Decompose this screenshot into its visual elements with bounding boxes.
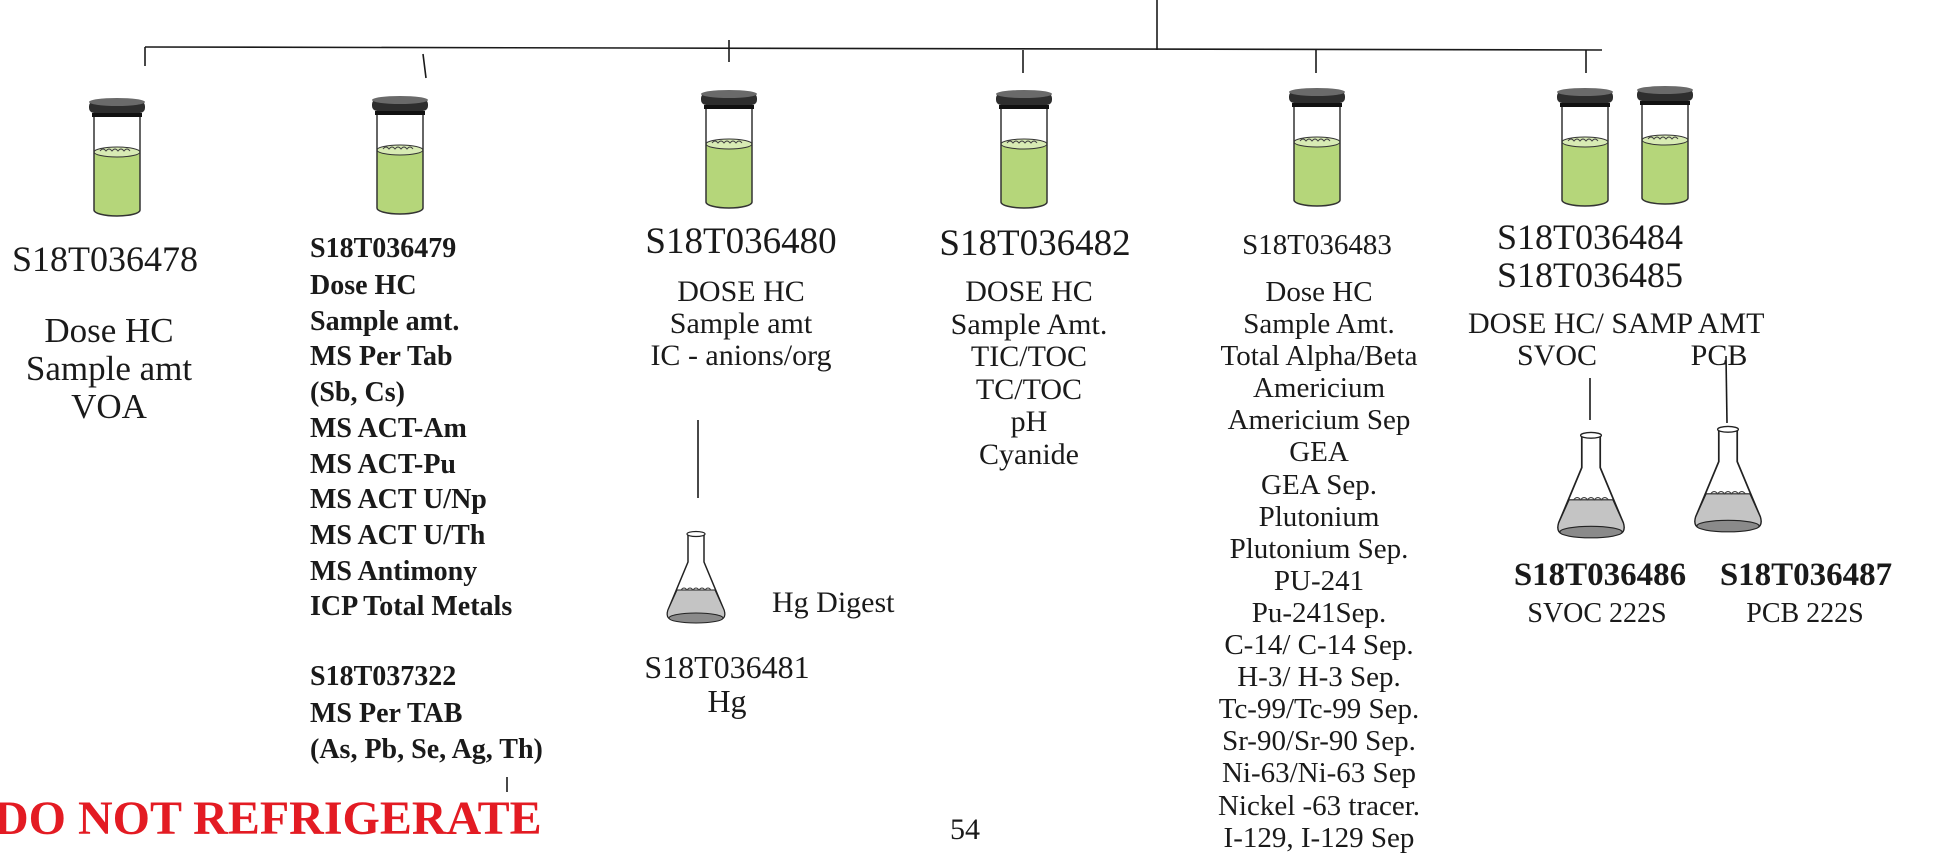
- flask-test: PCB 222S: [1746, 598, 1864, 629]
- pcb-label: PCB: [1690, 339, 1748, 372]
- test-item: I-129, I-129 Sep: [1223, 821, 1415, 854]
- flask-test: SVOC 222S: [1527, 598, 1667, 629]
- svoc-label: SVOC: [1516, 339, 1598, 372]
- test-item: Sample amt: [669, 307, 813, 340]
- sample-id: S18T036482: [939, 223, 1131, 264]
- digest-test: Hg: [707, 683, 747, 719]
- test-item: Plutonium Sep.: [1229, 532, 1409, 565]
- drop-line-2: [422, 53, 427, 79]
- test-item: (As, Pb, Se, Ag, Th): [310, 734, 543, 765]
- sample-id: S18T036478: [12, 239, 199, 279]
- digest-sample-id: S18T036481: [644, 649, 810, 685]
- test-item: Americium: [1252, 372, 1386, 405]
- vial-icon: [1636, 85, 1694, 205]
- test-item: TC/TOC: [975, 372, 1083, 406]
- test-item: MS Per TAB: [310, 698, 463, 729]
- vial-icon: [995, 89, 1053, 209]
- test-item: pH: [1010, 405, 1048, 438]
- test-item: IC - anions/org: [650, 339, 832, 372]
- test-item: GEA: [1289, 436, 1349, 469]
- sample-id-2: S18T036485: [1497, 255, 1684, 295]
- test-item: MS ACT-Am: [310, 412, 467, 444]
- vial-icon: [371, 95, 429, 215]
- vial-icon: [1556, 87, 1614, 207]
- test-item: DOSE HC/ SAMP AMT: [1468, 307, 1765, 340]
- test-item: Sr-90/Sr-90 Sep.: [1222, 725, 1416, 758]
- test-item: VOA: [71, 387, 147, 426]
- digest-label: Hg Digest: [772, 586, 895, 619]
- sub-test-list: MS Per TAB (As, Pb, Se, Ag, Th): [310, 696, 543, 768]
- vial-icon: [700, 89, 758, 209]
- test-item: MS Antimony: [310, 555, 478, 587]
- test-item: DOSE HC: [677, 275, 805, 308]
- test-item: Sample amt: [25, 349, 193, 388]
- vial-icon: [88, 97, 146, 217]
- flask-icon: [1694, 425, 1762, 533]
- flask-sample-id: S18T036486: [1513, 557, 1687, 593]
- test-item: Sample Amt.: [950, 307, 1108, 341]
- page-number: 54: [950, 813, 980, 846]
- flask-icon: [666, 530, 726, 624]
- test-item: Ni-63/Ni-63 Sep: [1221, 757, 1417, 790]
- sample-id: S18T036484: [1497, 217, 1684, 257]
- warning-text: DO NOT REFRIGERATE: [0, 792, 542, 845]
- test-item: Plutonium: [1258, 500, 1380, 533]
- test-item: Dose HC: [44, 311, 174, 350]
- flask-icon: [1557, 431, 1625, 539]
- test-item: ICP Total Metals: [310, 591, 513, 623]
- sub-sample-id: S18T037322: [310, 661, 457, 692]
- test-item: MS ACT-Pu: [310, 448, 457, 480]
- pcb-connector-line: [1725, 355, 1728, 424]
- test-item: PU-241: [1273, 564, 1365, 597]
- branch-line: [144, 46, 1603, 51]
- test-item: MS ACT U/Th: [310, 519, 486, 551]
- test-item: Tc-99/Tc-99 Sep.: [1218, 693, 1420, 726]
- test-item: Nickel -63 tracer.: [1217, 789, 1421, 822]
- test-item: TIC/TOC: [970, 340, 1088, 373]
- test-item: Americium Sep: [1227, 404, 1411, 437]
- test-item: Total Alpha/Beta: [1220, 340, 1418, 373]
- vial-icon: [1288, 87, 1346, 207]
- sample-id: S18T036480: [645, 221, 837, 262]
- test-item: H-3/ H-3 Sep.: [1237, 661, 1401, 694]
- test-item: C-14/ C-14 Sep.: [1224, 629, 1414, 662]
- test-item: Dose HC: [1265, 276, 1373, 308]
- test-item: Sample amt.: [310, 305, 460, 337]
- test-item: Pu-241Sep.: [1251, 596, 1387, 629]
- test-item: GEA Sep.: [1261, 468, 1377, 501]
- test-item: Cyanide: [979, 437, 1079, 471]
- sample-id: S18T036483: [1242, 229, 1392, 261]
- test-item: Dose HC: [310, 270, 417, 301]
- sample-id: S18T036479: [310, 233, 457, 264]
- flask-sample-id: S18T036487: [1719, 557, 1893, 593]
- test-item: MS Per Tab: [310, 341, 453, 373]
- test-item: (Sb, Cs): [310, 377, 405, 409]
- test-item: Sample Amt.: [1243, 308, 1395, 341]
- test-item: DOSE HC: [965, 275, 1093, 308]
- test-item: MS ACT U/Np: [310, 484, 487, 516]
